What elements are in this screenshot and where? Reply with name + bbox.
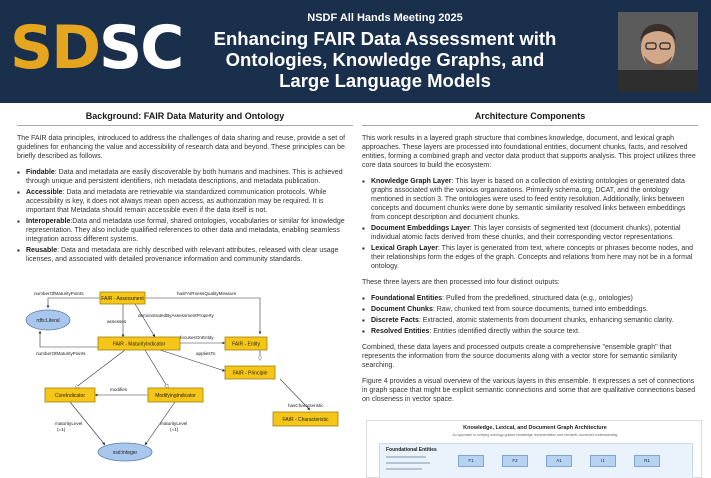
list-item: Knowledge Graph Layer: This layer is bas…: [362, 177, 698, 222]
node-fair-assessment: [99, 291, 146, 305]
entity-chip: F1: [458, 455, 484, 467]
node-fair-characteristic: [272, 411, 339, 427]
architecture-figure-subtitle: An approach to unifying ontology-guided …: [452, 433, 618, 437]
svg-text:ModifyingIndicator: ModifyingIndicator: [155, 393, 196, 399]
text-line: [386, 456, 426, 458]
text-line: [386, 462, 430, 464]
svg-text:maturityLevel: maturityLevel: [160, 421, 187, 426]
list-item: Interoperable:Data and metadata use form…: [17, 217, 353, 244]
edge-number-of-maturity-points-top: [46, 297, 100, 309]
sdsc-logo: SDSC: [10, 13, 184, 83]
background-heading: Background: FAIR Data Maturity and Ontol…: [17, 112, 353, 126]
figure-paragraph: Figure 4 provides a visual overview of t…: [362, 378, 696, 403]
edge-subclass-core: [75, 349, 126, 388]
svg-text:CoreIndicator: CoreIndicator: [55, 393, 85, 399]
architecture-figure-title: Knowledge, Lexical, and Document Graph A…: [463, 425, 607, 431]
meeting-name: NSDF All Hands Meeting 2025: [307, 12, 463, 24]
list-item: Lexical Graph Layer: This layer is gener…: [362, 244, 698, 271]
svg-text:(=1): (=1): [170, 427, 179, 432]
svg-text:FAIR - Entity: FAIR - Entity: [232, 342, 261, 348]
entity-chip: I1: [590, 455, 616, 467]
node-core-indicator: [44, 387, 96, 403]
svg-text:FAIR - Assessment: FAIR - Assessment: [101, 296, 144, 302]
svg-text:numberOfMaturityPoints: numberOfMaturityPoints: [34, 291, 84, 296]
svg-text:assesses: assesses: [107, 319, 127, 324]
ontology-graph: numberOfMaturityPoints hasFAIRnessQualit…: [25, 291, 339, 462]
list-item: Document Embeddings Layer: This layer co…: [362, 224, 698, 242]
outputs-list: Foundational Entities: Pulled from the p…: [362, 294, 698, 336]
list-item: Discrete Facts: Extracted, atomic statem…: [362, 316, 698, 325]
list-item: Document Chunks: Raw, chunked text from …: [362, 305, 698, 314]
fair-ontology-diagram: numberOfMaturityPoints hasFAIRnessQualit…: [20, 285, 350, 475]
author-photo: [618, 12, 698, 92]
node-fair-entity: [224, 336, 268, 351]
outputs-intro: These three layers are then processed in…: [362, 279, 560, 286]
foundational-entities-panel: Foundational Entities F1 F2 A1 I1 R1: [379, 443, 693, 478]
entity-chip: F2: [502, 455, 528, 467]
fair-intro: The FAIR data principles, introduced to …: [17, 135, 346, 160]
svg-text:numberOfMaturityPoints: numberOfMaturityPoints: [36, 351, 86, 356]
edge-applies-to: [159, 349, 226, 372]
poster-header: SDSC NSDF All Hands Meeting 2025 Enhanci…: [0, 0, 711, 103]
background-section: Background: FAIR Data Maturity and Ontol…: [17, 112, 353, 271]
node-modifying-indicator: [147, 387, 204, 403]
edge-demonstrated-by: [134, 303, 156, 338]
svg-text:modifies: modifies: [110, 387, 128, 392]
entity-chip: R1: [634, 455, 660, 467]
fair-principles-list: Findable: Data and metadata are easily d…: [17, 168, 353, 264]
architecture-heading: Architecture Components: [362, 112, 698, 126]
list-item: Reusable: Data and metadata are richly d…: [17, 246, 353, 264]
svg-text:FAIR - Principle: FAIR - Principle: [233, 371, 268, 377]
svg-text:rdfs:Literal: rdfs:Literal: [36, 318, 59, 324]
svg-text:appliesTo: appliesTo: [196, 351, 216, 356]
architecture-intro: This work results in a layered graph str…: [362, 135, 696, 169]
node-fair-maturity-indicator: [97, 336, 181, 351]
svg-text:hasCharacteristic: hasCharacteristic: [288, 403, 324, 408]
node-fair-principle: [224, 365, 276, 380]
edge-has-fairness-quality-measure: [145, 297, 262, 335]
text-line: [386, 468, 422, 470]
list-item: Findable: Data and metadata are easily d…: [17, 168, 353, 186]
svg-text:demonstratedByAssessmentProper: demonstratedByAssessmentProperty: [138, 313, 215, 318]
node-rdfs-literal: [25, 309, 71, 331]
foundational-entities-title: Foundational Entities: [386, 447, 437, 453]
svg-text:maturityLevel: maturityLevel: [55, 421, 82, 426]
combined-paragraph: Combined, these data layers and processe…: [362, 344, 678, 369]
svg-text:(=1): (=1): [57, 427, 66, 432]
layers-list: Knowledge Graph Layer: This layer is bas…: [362, 177, 698, 271]
svg-text:focusesOnEntity: focusesOnEntity: [180, 335, 214, 340]
list-item: Resolved Entities: Entities identified d…: [362, 327, 698, 336]
node-xsd-integer: [97, 442, 153, 462]
architecture-figure: Knowledge, Lexical, and Document Graph A…: [366, 420, 702, 478]
svg-text:hasFAIRnessQualityMeasure: hasFAIRnessQualityMeasure: [177, 291, 237, 296]
architecture-section: Architecture Components This work result…: [362, 112, 698, 411]
author-portrait-image: [618, 12, 698, 92]
edge-number-of-maturity-points-mid: [38, 330, 98, 348]
edge-maturity-level-left: [69, 401, 106, 446]
edge-has-characteristic: [279, 378, 311, 411]
svg-text:xsd:integer: xsd:integer: [113, 450, 138, 456]
list-item: Foundational Entities: Pulled from the p…: [362, 294, 698, 303]
edge-maturity-level-right: [144, 401, 176, 446]
svg-text:FAIR - Characteristic: FAIR - Characteristic: [282, 417, 329, 423]
edge-subclass-modifying: [144, 349, 168, 388]
svg-text:FAIR - MaturityIndicator: FAIR - MaturityIndicator: [113, 342, 166, 348]
list-item: Accessible: Data and metadata are retrie…: [17, 188, 353, 215]
poster-title: Enhancing FAIR Data Assessment with Onto…: [213, 28, 557, 91]
entity-chip: A1: [546, 455, 572, 467]
